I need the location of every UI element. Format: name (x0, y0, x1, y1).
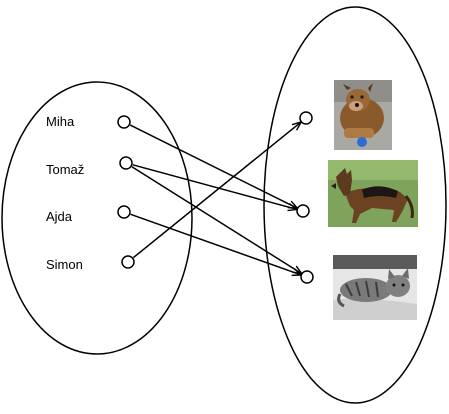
person-node-tomaz (119, 156, 133, 170)
mapping-arrow-p4-a1 (132, 122, 300, 259)
animal-node-dog (299, 111, 313, 125)
mapping-arrow-p1-a2 (129, 124, 296, 208)
person-node-miha (117, 115, 131, 129)
mapping-arrow-p3-a3 (130, 213, 301, 274)
person-label-miha: Miha (46, 114, 75, 129)
codomain-set-ellipse (263, 6, 447, 404)
mapping-arrow-p2-a2 (132, 164, 296, 209)
cat-icon (333, 255, 417, 320)
animal-node-shepherd (296, 204, 310, 218)
person-node-ajda (117, 205, 131, 219)
person-label-ajda: Ajda (46, 209, 73, 224)
dog-icon (334, 80, 392, 150)
person-label-simon: Simon (46, 257, 83, 272)
arrow-group (129, 122, 301, 274)
person-label-tomaz: Tomaž (46, 162, 85, 177)
person-node-simon (121, 255, 135, 269)
mapping-arrow-p2-a3 (131, 166, 301, 274)
animal-node-cat (300, 270, 314, 284)
domain-set-ellipse (1, 81, 193, 355)
german-shepherd-icon (328, 160, 418, 227)
